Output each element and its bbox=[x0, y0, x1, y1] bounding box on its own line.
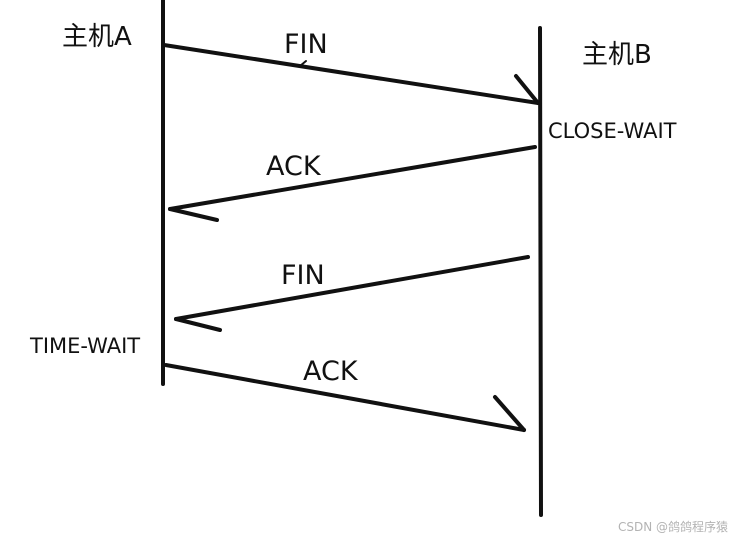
close-wait-state-label: CLOSE-WAIT bbox=[548, 119, 677, 143]
host-b-label: 主机B bbox=[582, 40, 652, 70]
fin-label-2: FIN bbox=[281, 260, 325, 291]
ack-label-2: ACK bbox=[303, 356, 358, 387]
fin-arrow-a-to-b bbox=[162, 43, 540, 105]
fin-arrow-b-to-a bbox=[174, 255, 530, 332]
fin-label-1: FIN bbox=[284, 29, 328, 60]
host-a-label: 主机A bbox=[62, 22, 132, 52]
ack-arrow-a-to-b bbox=[164, 363, 526, 432]
host-b-lifeline bbox=[538, 26, 543, 517]
csdn-watermark: CSDN @鸽鸽程序猿 bbox=[618, 520, 729, 534]
ack-arrow-b-to-a bbox=[168, 145, 537, 222]
ack-label-1: ACK bbox=[266, 151, 321, 182]
time-wait-state-label: TIME-WAIT bbox=[30, 334, 141, 358]
